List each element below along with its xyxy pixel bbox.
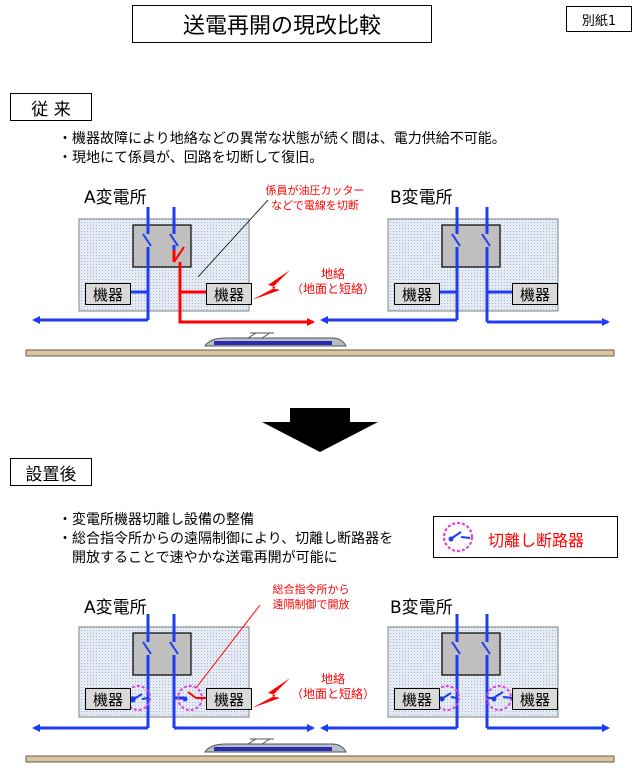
fault-note-line: 地絡 xyxy=(320,672,345,686)
equipment-box: 機器 xyxy=(85,283,131,305)
fault-note: 地絡 （地面と短絡） xyxy=(283,267,383,297)
cut-note: 係員が油圧カッター などで電線を切断 xyxy=(260,183,370,213)
remote-note-line: 総合指令所から xyxy=(272,583,350,596)
attachment-label: 別紙1 xyxy=(566,6,632,32)
cut-note-line: 係員が油圧カッター xyxy=(265,184,365,197)
station-a-label: A変電所 xyxy=(84,188,147,208)
equipment-box: 機器 xyxy=(85,688,131,710)
fault-lightning-icon xyxy=(252,678,290,708)
disconnector-icon xyxy=(486,685,514,711)
equipment-box: 機器 xyxy=(394,688,440,710)
remote-note-line: 遠隔制御で開放 xyxy=(272,598,350,611)
switchgear-box xyxy=(132,632,192,676)
legend-label: 切離し断路器 xyxy=(488,531,585,550)
bullet-text: 開放することで速やかな送電再開が可能に xyxy=(58,550,338,566)
switchgear-box xyxy=(441,632,501,676)
fault-note-line: （地面と短絡） xyxy=(290,687,375,701)
bullet-text: ・総合指令所からの遠隔制御により、切離し断路器を xyxy=(58,531,394,547)
station-b-label: B変電所 xyxy=(390,188,453,208)
equipment-box: 機器 xyxy=(394,283,440,305)
equipment-box: 機器 xyxy=(512,283,558,305)
train-icon xyxy=(204,738,347,753)
station-b-label: B変電所 xyxy=(390,598,453,618)
fault-note: 地絡 （地面と短絡） xyxy=(283,672,383,702)
switchgear-box xyxy=(132,224,192,268)
legend-box xyxy=(433,516,618,558)
cut-note-line: などで電線を切断 xyxy=(271,199,359,212)
bullet-text: ・変電所機器切離し設備の整備 xyxy=(58,512,254,528)
rail xyxy=(25,755,615,763)
train-icon xyxy=(204,332,347,347)
switchgear-box xyxy=(441,224,501,268)
section-label-before: 従 来 xyxy=(10,93,92,121)
section-label-after: 設置後 xyxy=(10,458,92,486)
bullet-text: ・機器故障により地絡などの異常な状態が続く間は、電力供給不可能。 xyxy=(58,131,506,147)
disconnector-icon xyxy=(177,685,207,711)
disconnector-legend-icon xyxy=(442,521,474,553)
fault-note-line: （地面と短絡） xyxy=(290,282,375,296)
rail xyxy=(25,349,615,357)
station-a-label: A変電所 xyxy=(84,598,147,618)
fault-note-line: 地絡 xyxy=(320,267,345,281)
equipment-box: 機器 xyxy=(206,283,252,305)
fault-lightning-icon xyxy=(252,270,290,300)
equipment-box: 機器 xyxy=(206,688,252,710)
equipment-box: 機器 xyxy=(512,688,558,710)
bullet-text: ・現地にて係員が、回路を切断して復旧。 xyxy=(58,150,324,166)
down-arrow-icon xyxy=(262,408,378,452)
page-title: 送電再開の現改比較 xyxy=(132,5,432,43)
remote-note: 総合指令所から 遠隔制御で開放 xyxy=(256,582,366,612)
